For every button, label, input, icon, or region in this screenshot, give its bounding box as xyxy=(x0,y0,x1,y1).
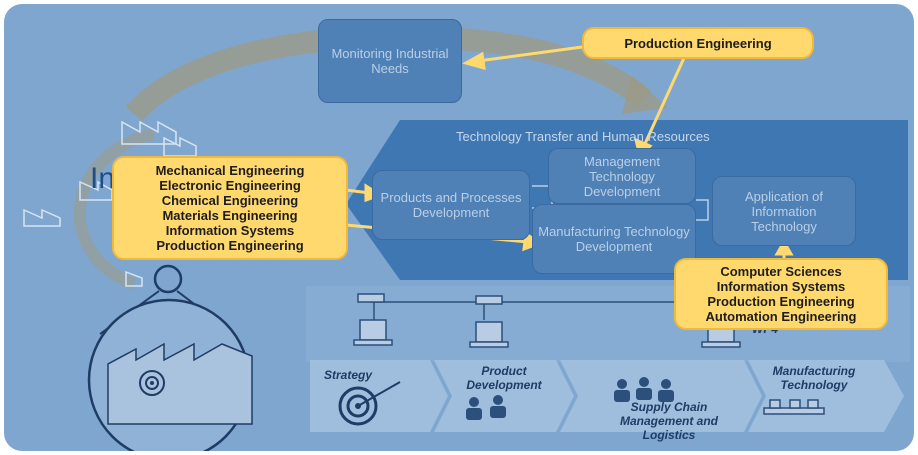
banner-title: Technology Transfer and Human Resources xyxy=(456,129,710,144)
step-supply-chain: Supply Chain Management and Logistics xyxy=(619,400,718,442)
products-box: Products and Processes Development xyxy=(372,170,530,240)
left-callout-line: Production Engineering xyxy=(156,238,304,253)
arrow-to-monitoring xyxy=(477,45,583,63)
management-box-label: Management Technology Development xyxy=(583,153,661,199)
step-product-development: Product Development xyxy=(466,364,542,392)
production-engineering-callout: Production Engineering xyxy=(582,27,814,59)
arrowhead-application xyxy=(774,239,794,256)
step-manufacturing-technology: Manufacturing Technology xyxy=(772,364,856,392)
partial-label: In xyxy=(90,162,116,195)
production-engineering-callout-label: Production Engineering xyxy=(624,35,772,51)
cycle-arc-arrowhead xyxy=(622,76,668,114)
left-callout-line: Information Systems xyxy=(165,223,295,238)
left-callout-line: Mechanical Engineering xyxy=(155,163,305,178)
disciplines-callout-left: Mechanical Engineering Electronic Engine… xyxy=(112,156,348,260)
network-diagram xyxy=(353,293,748,348)
right-callout-line: Production Engineering xyxy=(707,294,855,309)
application-box-label: Application of Information Technology xyxy=(744,188,824,234)
target-icon-small-dot xyxy=(150,381,154,385)
target-icon-small-inner xyxy=(145,376,159,390)
manufacturing-box-label: Manufacturing Technology Development xyxy=(538,224,690,254)
products-box-label: Products and Processes Development xyxy=(380,190,522,220)
target-icon-inner xyxy=(346,394,370,418)
target-arrow xyxy=(357,381,401,407)
left-callout-line: Materials Engineering xyxy=(162,208,298,223)
diagram-graphics xyxy=(23,25,910,451)
diagram-panel: Monitoring Industrial Needs Technology T… xyxy=(4,4,914,451)
factory-line-icon xyxy=(763,399,825,415)
chevron-strategy xyxy=(310,360,448,432)
cycle-arc-left xyxy=(73,128,156,290)
arrow-to-management xyxy=(642,57,686,147)
left-callout-line: Chemical Engineering xyxy=(161,193,299,208)
right-callout-line: Automation Engineering xyxy=(705,309,857,324)
target-icon xyxy=(338,386,378,426)
monitoring-box-label: Monitoring Industrial Needs xyxy=(331,46,449,76)
right-callout-line: Computer Sciences xyxy=(720,264,842,279)
management-box: Management Technology Development xyxy=(548,148,696,204)
arrowhead-monitoring xyxy=(462,51,486,71)
monitoring-box: Monitoring Industrial Needs xyxy=(318,19,462,103)
target-icon-small xyxy=(139,370,165,396)
right-callout-line: Information Systems xyxy=(716,279,846,294)
disciplines-callout-right: Computer Sciences Information Systems Pr… xyxy=(674,258,888,330)
factory-large xyxy=(107,342,253,425)
manufacturing-box: Manufacturing Technology Development xyxy=(532,204,696,274)
step-strategy: Strategy xyxy=(324,368,373,382)
left-callout-line: Electronic Engineering xyxy=(159,178,301,193)
magnifier-small xyxy=(153,264,183,294)
people-icons xyxy=(466,377,674,420)
application-box: Application of Information Technology xyxy=(712,176,856,246)
